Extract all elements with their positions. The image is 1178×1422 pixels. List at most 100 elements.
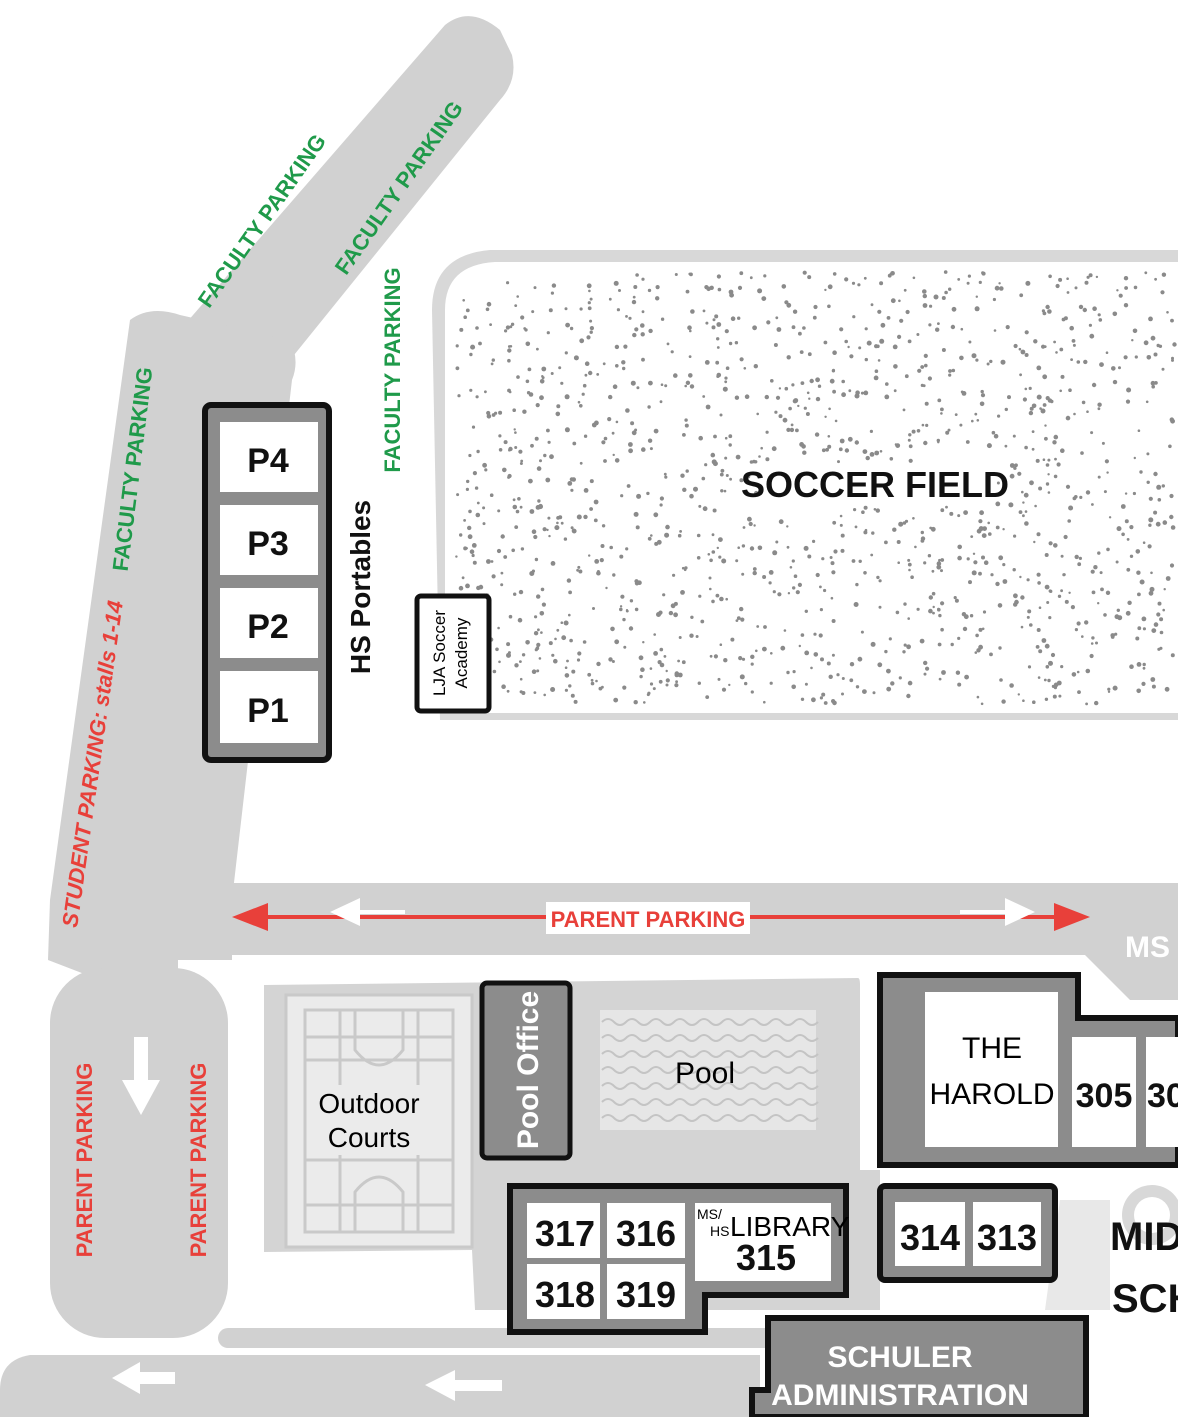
field-dot <box>957 636 961 641</box>
field-dot <box>837 460 840 464</box>
the-harold-room <box>925 992 1058 1147</box>
field-dot <box>1156 484 1162 490</box>
field-dot <box>778 414 783 419</box>
field-dot <box>709 558 713 563</box>
field-dot <box>998 282 1001 285</box>
field-dot <box>932 611 935 615</box>
field-dot <box>560 381 564 385</box>
field-dot <box>892 344 898 350</box>
field-dot <box>1031 403 1037 409</box>
library-number: 315 <box>736 1237 796 1278</box>
field-dot <box>858 346 862 350</box>
field-dot <box>1131 339 1134 342</box>
field-dot <box>1112 311 1118 317</box>
field-dot <box>710 452 716 458</box>
field-dot <box>963 614 969 620</box>
field-dot <box>640 323 645 328</box>
field-dot <box>940 412 943 415</box>
field-dot <box>1041 309 1045 313</box>
field-dot <box>851 559 856 563</box>
field-dot <box>567 481 573 486</box>
field-dot <box>968 340 972 344</box>
field-dot <box>1044 584 1050 590</box>
field-dot <box>465 308 470 313</box>
room-319-label: 319 <box>616 1274 676 1315</box>
field-dot <box>841 677 845 680</box>
field-dot <box>1059 347 1064 352</box>
field-dot <box>1019 575 1022 579</box>
field-dot <box>491 358 495 362</box>
field-dot <box>666 342 670 346</box>
field-dot <box>898 521 904 527</box>
field-dot <box>470 344 476 350</box>
field-dot <box>922 289 927 294</box>
the-harold-building: THE HAROLD 305 30 <box>877 972 1178 1168</box>
field-dot <box>543 453 547 458</box>
library-prefix-bottom: HS <box>710 1223 729 1239</box>
field-dot <box>1035 458 1040 463</box>
field-dot <box>1146 480 1150 484</box>
field-dot <box>455 555 458 558</box>
field-dot <box>1068 505 1074 511</box>
field-dot <box>634 607 639 612</box>
field-dot <box>474 486 479 490</box>
field-dot <box>498 448 503 452</box>
field-dot <box>919 638 925 644</box>
field-dot <box>1060 665 1064 669</box>
double-arrow-icon <box>330 898 1035 926</box>
field-dot <box>941 670 946 675</box>
field-dot <box>978 627 983 632</box>
field-dot <box>975 358 979 362</box>
field-dot <box>957 278 961 281</box>
field-dot <box>1086 410 1089 414</box>
field-dot <box>1047 458 1051 462</box>
field-dot <box>972 552 976 555</box>
field-dot <box>716 274 722 279</box>
field-dot <box>566 578 572 583</box>
field-dot <box>1133 285 1138 290</box>
field-dot <box>1017 693 1020 696</box>
field-dot <box>668 610 674 616</box>
field-dot <box>619 607 623 612</box>
field-dot <box>1067 519 1071 523</box>
pool-waves <box>601 1018 819 1122</box>
field-dot <box>1156 612 1161 617</box>
field-dot <box>827 304 831 309</box>
field-dot <box>605 586 608 590</box>
field-dot <box>823 701 828 705</box>
field-dot <box>1088 273 1093 278</box>
field-dot <box>633 285 638 289</box>
field-dot <box>1129 664 1134 669</box>
field-dot <box>531 669 537 674</box>
field-dot <box>1085 702 1088 706</box>
field-dot <box>1036 365 1042 371</box>
middle-school-line1: MID <box>1110 1215 1178 1259</box>
field-dot <box>971 419 974 423</box>
field-dot <box>516 375 520 379</box>
field-dot <box>937 642 942 647</box>
field-dot <box>1050 652 1056 658</box>
field-dot <box>711 459 717 465</box>
field-dot <box>539 459 542 463</box>
field-dot <box>551 653 555 657</box>
field-dot <box>774 410 778 414</box>
field-dot <box>1055 283 1060 289</box>
field-dot <box>1066 291 1070 294</box>
field-dot <box>853 508 857 512</box>
field-dot <box>716 337 720 341</box>
field-dot <box>462 299 466 302</box>
field-dot <box>1027 665 1032 669</box>
bottom-road <box>0 1355 760 1417</box>
field-dot <box>1123 276 1129 281</box>
field-dot <box>906 644 911 650</box>
field-dot <box>690 309 695 314</box>
field-dot <box>1103 613 1107 617</box>
field-dot <box>1125 610 1131 616</box>
field-dot <box>902 521 907 525</box>
field-dot <box>717 677 721 681</box>
field-dot <box>577 651 582 656</box>
field-dot <box>538 657 542 660</box>
field-dot <box>514 431 517 434</box>
field-dot <box>547 516 551 520</box>
field-dot <box>1045 665 1050 669</box>
